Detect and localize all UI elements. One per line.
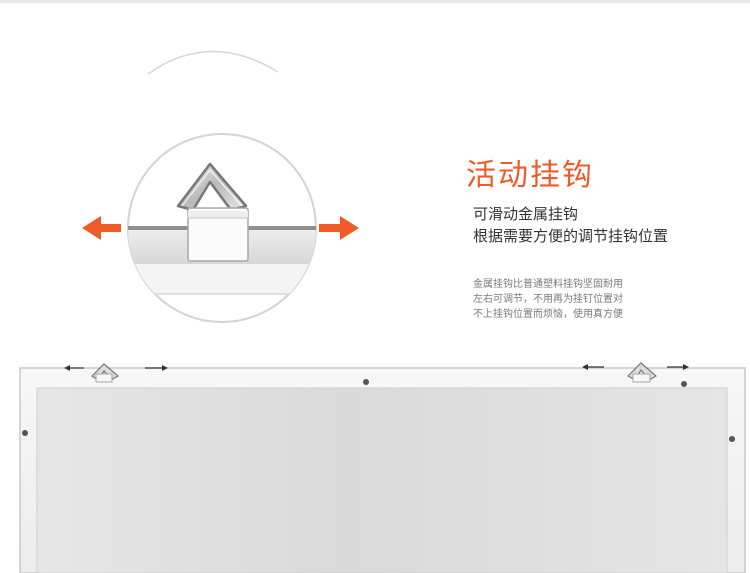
feature-subtitle-line-2: 根据需要方便的调节挂钩位置 bbox=[473, 227, 669, 245]
triangle-metal-hook-icon bbox=[176, 162, 249, 262]
decorative-arc bbox=[147, 50, 279, 75]
right-hook-icon bbox=[627, 362, 658, 383]
orange-left-arrow-icon bbox=[82, 216, 121, 240]
feature-description-line-1: 金属挂钩比普通塑料挂钩坚固耐用 bbox=[473, 279, 623, 290]
left-black-right-arrow-icon bbox=[145, 365, 168, 371]
whiteboard-top-section bbox=[19, 362, 746, 573]
orange-right-arrow-icon bbox=[319, 216, 359, 240]
top-divider bbox=[0, 0, 750, 3]
right-black-left-arrow-icon bbox=[582, 364, 604, 370]
feature-title: 活动挂钩 bbox=[466, 158, 594, 193]
feature-description-line-2: 左右可调节，不用再为挂钉位置对 bbox=[473, 294, 623, 305]
feature-description-line-3: 不上挂钩位置而烦恼，使用真方便 bbox=[473, 309, 623, 320]
left-black-left-arrow-icon bbox=[64, 365, 84, 371]
left-hook-icon bbox=[91, 363, 120, 383]
right-black-right-arrow-icon bbox=[667, 364, 689, 370]
feature-subtitle-line-1: 可滑动金属挂钩 bbox=[473, 205, 579, 223]
screw-icon bbox=[22, 379, 735, 442]
hook-zoom-figure bbox=[82, 133, 359, 323]
